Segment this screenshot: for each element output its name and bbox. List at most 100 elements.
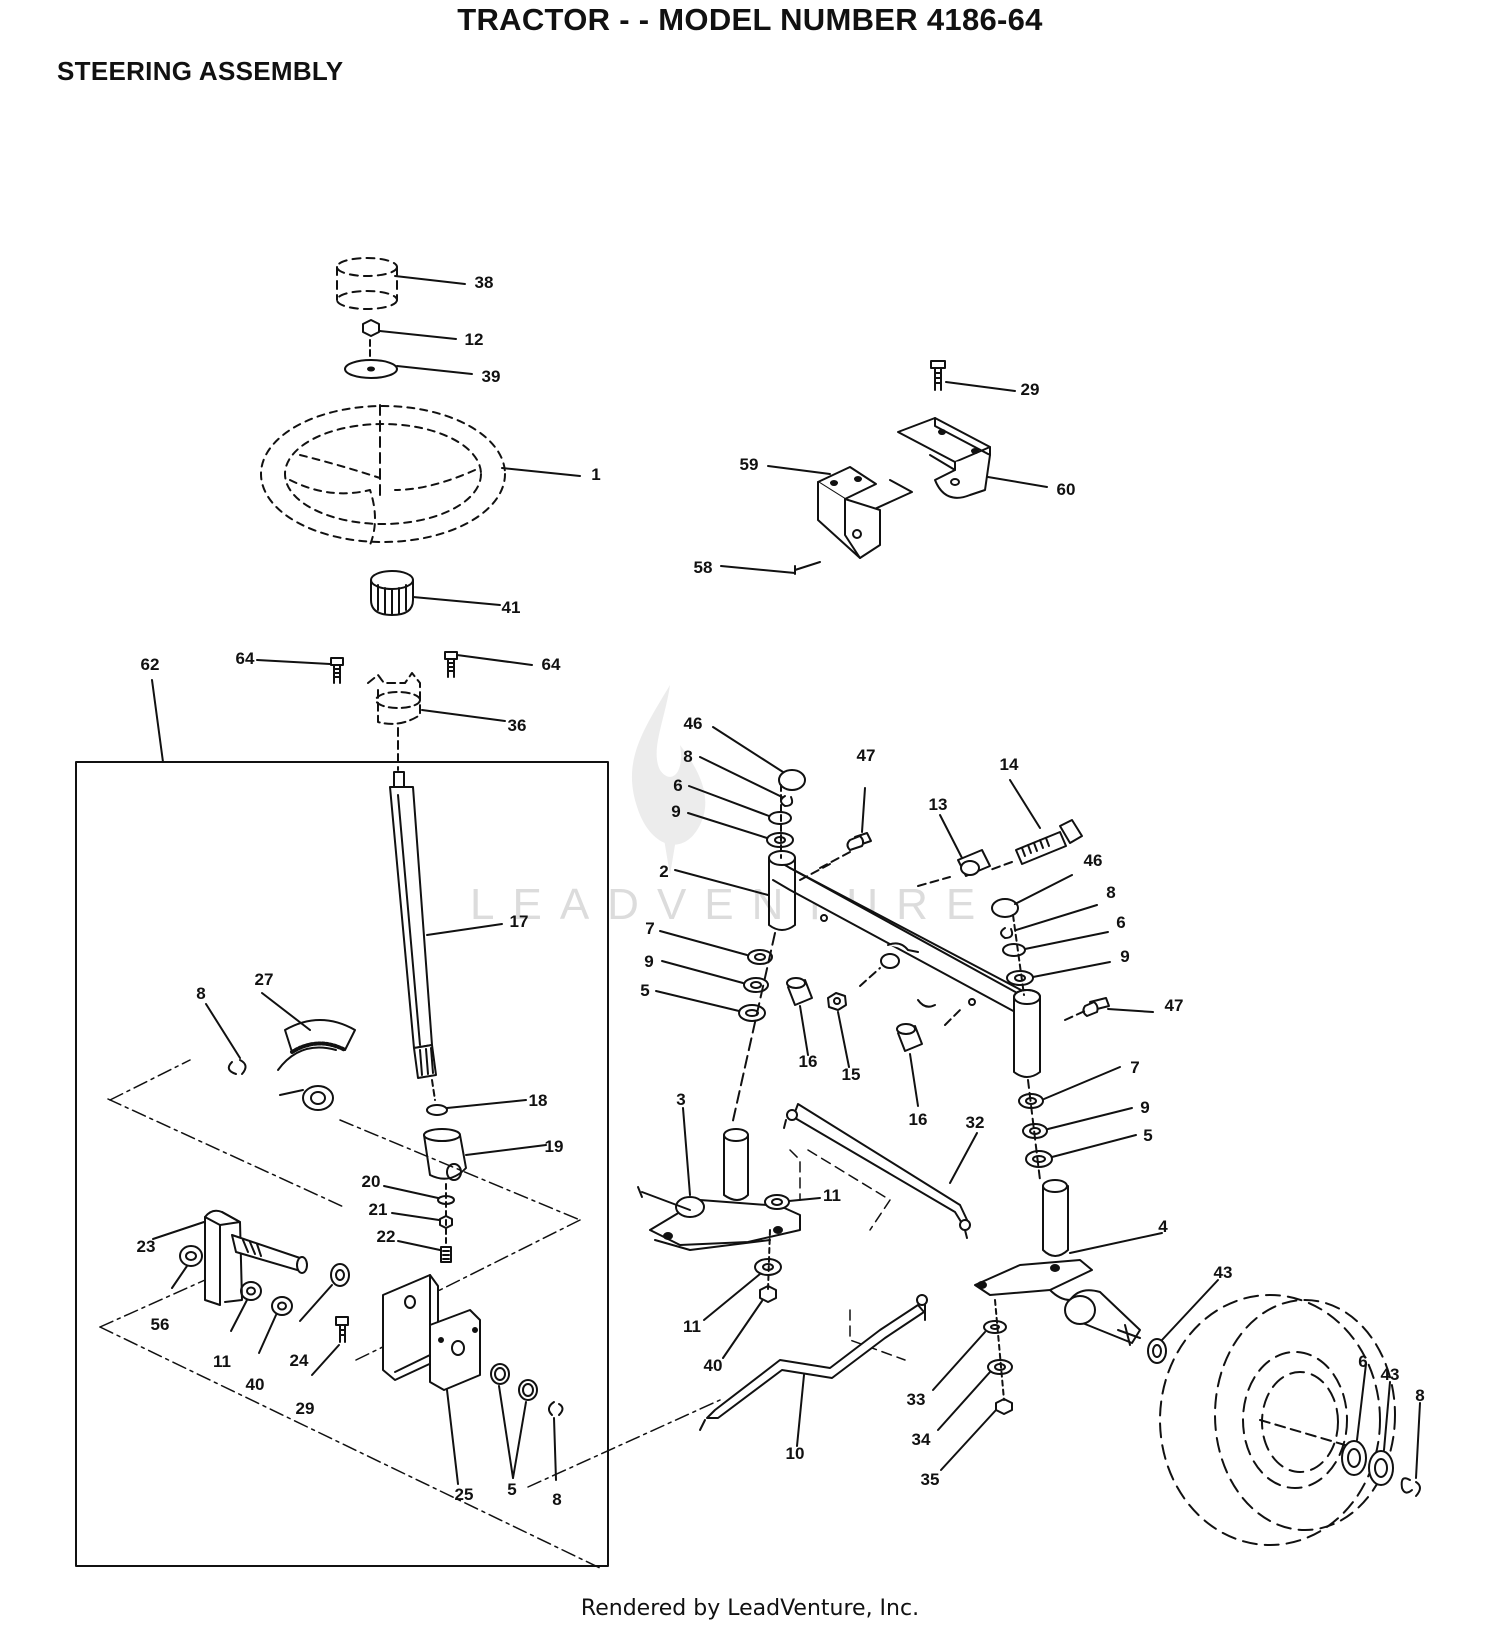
callout-3: 3 [676, 1090, 686, 1109]
bolt-64-right-part [444, 651, 458, 678]
block-19-part [423, 1128, 467, 1181]
subassembly-62-frame [75, 761, 609, 1567]
callout-27: 27 [254, 970, 274, 989]
steering-shaft-17-part [389, 771, 437, 1079]
callout-24: 24 [289, 1351, 309, 1370]
clip-8-stack-right-part [1000, 927, 1014, 939]
bracket-25-part [382, 1274, 481, 1391]
callout-5-left: 5 [507, 1480, 517, 1499]
bushing-24-part [330, 1263, 350, 1287]
washer-5-left-b-part [518, 1379, 538, 1401]
bracket-60-part [897, 417, 991, 499]
cap-46-left-part [778, 769, 806, 791]
callout-8-gear: 8 [196, 984, 206, 1003]
hub-41-part [370, 570, 414, 616]
cap-46-right-part [991, 898, 1019, 918]
front-tire-part [1159, 1294, 1396, 1546]
callout-33: 33 [906, 1390, 926, 1409]
callout-13: 13 [928, 795, 948, 814]
callout-47-right: 47 [1164, 996, 1184, 1015]
callout-9-left-lower: 9 [644, 952, 654, 971]
callout-64-left: 64 [235, 649, 255, 668]
bushing-5-left-part [738, 1004, 766, 1022]
bushing-5-right-part [1025, 1150, 1053, 1168]
drag-link-10-part [699, 1294, 928, 1431]
callout-62: 62 [140, 655, 160, 674]
callout-8-lower: 8 [552, 1490, 562, 1509]
tie-rod-32-part [783, 1103, 971, 1239]
pivot-shaft-23-part [204, 1209, 308, 1306]
washer-43-lower-part [1368, 1450, 1394, 1486]
callout-32: 32 [965, 1113, 985, 1132]
callout-46-right: 46 [1083, 851, 1103, 870]
callout-20: 20 [361, 1172, 381, 1191]
clip-8-left-part [227, 1059, 247, 1075]
callout-25: 25 [454, 1485, 474, 1504]
screw-58-part [794, 561, 821, 575]
nut-15-part [827, 992, 847, 1011]
callout-58: 58 [693, 558, 713, 577]
callout-18: 18 [528, 1091, 548, 1110]
callout-22: 22 [376, 1227, 396, 1246]
callout-59: 59 [739, 455, 759, 474]
callout-5-left-stack: 5 [640, 981, 650, 1000]
washer-56-part [179, 1245, 203, 1267]
washer-43-upper-part [1147, 1338, 1167, 1364]
callout-39: 39 [481, 367, 501, 386]
callout-11-left: 11 [213, 1352, 231, 1371]
callout-35: 35 [920, 1470, 940, 1489]
leadventure-logo-icon [631, 685, 706, 875]
callout-38: 38 [474, 273, 494, 292]
washer-18-part [426, 1104, 448, 1116]
lockwasher-34-part [987, 1359, 1013, 1375]
bolt-14-part [1015, 819, 1083, 865]
callout-6-wheel: 6 [1358, 1352, 1368, 1371]
washer-7-left-part [747, 949, 773, 965]
callout-64-right: 64 [541, 655, 561, 674]
callout-34: 34 [911, 1430, 931, 1449]
callout-29-left: 29 [295, 1399, 315, 1418]
callout-60: 60 [1056, 480, 1076, 499]
washer-33-part [983, 1320, 1007, 1334]
callout-12: 12 [464, 330, 484, 349]
callout-17: 17 [509, 912, 529, 931]
lockwasher-11-upper-part [764, 1194, 790, 1210]
washer-6-right-part [1002, 943, 1026, 957]
bolt-64-left-part [330, 657, 344, 684]
steering-wheel-1-part [260, 405, 506, 546]
callout-6-right: 6 [1116, 913, 1126, 932]
cap-38-part [336, 257, 398, 310]
callout-47-upper: 47 [856, 746, 876, 765]
callout-9-right-lower: 9 [1140, 1098, 1150, 1117]
callout-21: 21 [368, 1200, 388, 1219]
bolt-29-left-part [335, 1316, 349, 1343]
callout-8-wheel: 8 [1415, 1386, 1425, 1405]
callout-11-upper: 11 [823, 1186, 841, 1205]
callout-10: 10 [785, 1444, 805, 1463]
callout-7-left: 7 [645, 919, 655, 938]
callout-15: 15 [841, 1065, 861, 1084]
nut-35-part [995, 1398, 1013, 1415]
washer-39-part [344, 359, 398, 379]
callout-9-right: 9 [1120, 947, 1130, 966]
clip-8-lower-part [548, 1401, 564, 1416]
callout-8-stack-right: 8 [1106, 883, 1116, 902]
callout-43-lower: 43 [1380, 1365, 1400, 1384]
callout-46-left: 46 [683, 714, 703, 733]
section-title: STEERING ASSEMBLY [57, 56, 344, 86]
washer-6-wheel-part [1341, 1440, 1367, 1476]
callout-4: 4 [1158, 1217, 1168, 1236]
nut-40-left-part [271, 1296, 293, 1316]
washer-6-left-part [768, 811, 792, 825]
callout-23: 23 [136, 1237, 156, 1256]
pin-16-right-part [896, 1023, 923, 1052]
nut-12-part [362, 319, 380, 337]
washer-9-left-lower-part [743, 977, 769, 993]
washer-5-left-a-part [490, 1363, 510, 1385]
callout-41: 41 [501, 598, 521, 617]
bracket-59-part [817, 466, 913, 559]
bolt-47-upper-part [846, 832, 872, 851]
bolt-29-top-part [930, 360, 946, 391]
lockwasher-11-left-part [240, 1281, 262, 1301]
washer-9-right-part [1006, 970, 1034, 986]
